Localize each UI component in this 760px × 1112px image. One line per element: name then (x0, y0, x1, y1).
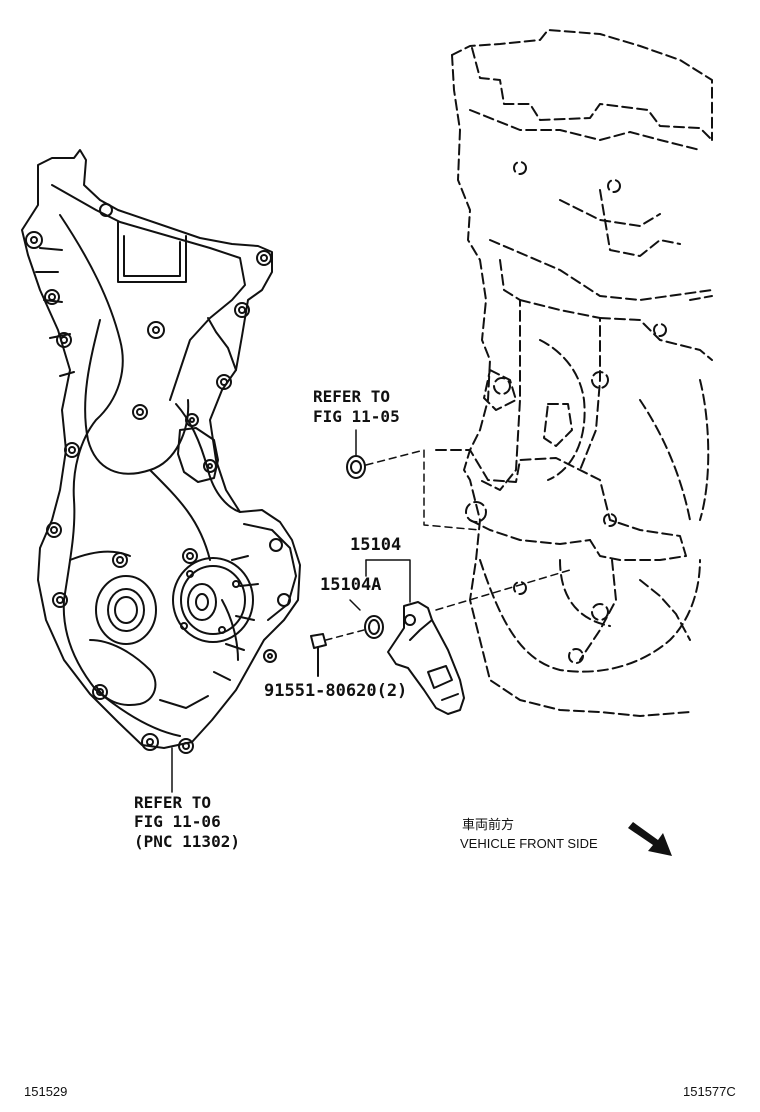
refer-to-label-lower: REFER TO (134, 793, 212, 812)
leader-lines (171, 429, 571, 793)
o-ring (364, 615, 384, 639)
refer-o-ring (346, 455, 366, 479)
refer-to-label-upper: REFER TO (313, 387, 391, 406)
bolt (310, 633, 327, 677)
part-number-15104a[interactable]: 15104A (320, 575, 382, 595)
direction-label-english: VEHICLE FRONT SIDE (460, 836, 598, 851)
part-number-15104[interactable]: 15104 (350, 535, 402, 555)
part-number-bolt[interactable]: 91551-80620(2) (264, 681, 408, 701)
footer-id-left: 151529 (24, 1084, 68, 1099)
timing-chain-cover (21, 149, 301, 754)
fig-reference-upper[interactable]: FIG 11-05 (313, 407, 400, 426)
direction-label-japanese: 車両前方 (462, 817, 515, 832)
fig-reference-lower[interactable]: FIG 11-06 (134, 812, 221, 831)
footer-id-right: 151577C (683, 1084, 736, 1099)
pnc-reference[interactable]: (PNC 11302) (134, 832, 240, 851)
engine-block (435, 29, 713, 717)
front-direction-arrow (628, 822, 672, 856)
crank-position-sensor (387, 601, 465, 715)
